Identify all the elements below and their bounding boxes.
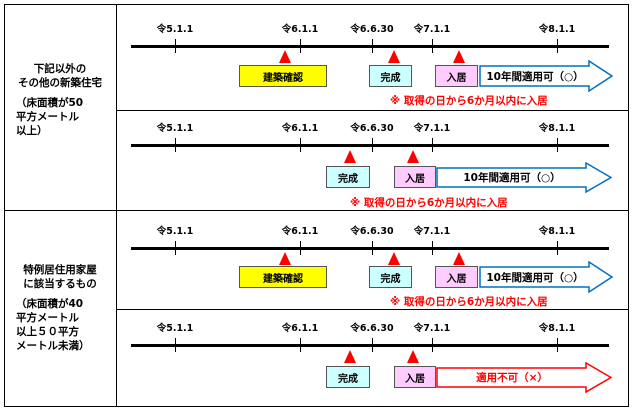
marker-triangle <box>407 150 419 163</box>
timeline-panel-2: 令5.1.1 令6.1.1 令6.6.30 令7.1.1 令8.1.1 完成 入… <box>117 111 629 210</box>
marker-triangle <box>279 252 291 265</box>
move-in-box: 入居 <box>394 366 436 388</box>
date-label: 令6.6.30 <box>350 226 394 237</box>
marker-triangle <box>344 350 356 363</box>
date-label: 令5.1.1 <box>156 24 194 35</box>
date-label: 令5.1.1 <box>156 123 194 134</box>
build-confirm-box: 建築確認 <box>239 65 327 87</box>
category-sub-line: 以上） <box>16 125 48 137</box>
date-label: 令6.6.30 <box>350 323 394 334</box>
date-label: 令6.6.30 <box>350 24 394 35</box>
complete-box: 完成 <box>369 266 412 288</box>
category-title-line: に該当するもの <box>23 278 97 290</box>
date-label: 令8.1.1 <box>538 24 576 35</box>
date-label: 令8.1.1 <box>538 226 576 237</box>
move-in-box: 入居 <box>394 166 436 188</box>
marker-triangle <box>279 50 291 63</box>
not-applicable-arrow: 適用不可（×） <box>436 362 612 393</box>
category-sub-line: 平方メートル <box>16 312 79 324</box>
date-label: 令6.1.1 <box>281 24 319 35</box>
date-label: 令8.1.1 <box>538 123 576 134</box>
category-title-line: 下記以外の <box>33 63 87 75</box>
marker-triangle <box>407 350 419 363</box>
applicable-arrow-label: 10年間適用可（○） <box>486 271 584 284</box>
date-label: 令5.1.1 <box>156 323 194 334</box>
timeline-line <box>131 144 609 147</box>
timeline-line <box>131 247 609 250</box>
complete-box: 完成 <box>369 65 412 87</box>
applicable-arrow-label: 10年間適用可（○） <box>463 172 561 184</box>
date-label: 令6.1.1 <box>281 123 319 134</box>
date-label: 令8.1.1 <box>538 323 576 334</box>
row-divider-1 <box>116 110 629 111</box>
timeline-panel-3: 令5.1.1 令6.1.1 令6.6.30 令7.1.1 令8.1.1 建築確認… <box>117 211 629 309</box>
within-6-months-note: ※ 取得の日から6か月以内に入居 <box>390 296 548 308</box>
date-label: 令7.1.1 <box>413 226 451 237</box>
build-confirm-box: 建築確認 <box>239 266 327 288</box>
complete-box: 完成 <box>326 166 370 188</box>
timeline-line <box>131 344 609 347</box>
marker-triangle <box>453 50 465 63</box>
applicable-arrow: 10年間適用可（○） <box>479 261 613 293</box>
category-divider <box>4 210 629 211</box>
category-sub-line: （床面積が40 <box>16 298 84 310</box>
date-label: 令7.1.1 <box>413 323 451 334</box>
timeline-panel-1: 令5.1.1 令6.1.1 令6.6.30 令7.1.1 令8.1.1 建築確認… <box>117 5 629 110</box>
category-sub-line: メートル未満） <box>16 340 90 352</box>
date-label: 令6.6.30 <box>350 123 394 134</box>
category-cell-general: 下記以外の その他の新築住宅 （床面積が50 平方メートル 以上） <box>6 62 114 138</box>
move-in-box: 入居 <box>435 65 478 87</box>
not-applicable-arrow-label: 適用不可（×） <box>476 372 548 384</box>
column-divider <box>116 4 117 407</box>
applicable-arrow: 10年間適用可（○） <box>436 162 612 193</box>
category-sub-line: 以上５０平方 <box>16 326 79 338</box>
date-label: 令7.1.1 <box>413 123 451 134</box>
marker-triangle <box>344 150 356 163</box>
category-cell-special: 特例居住用家屋 に該当するもの （床面積が40 平方メートル 以上５０平方 メー… <box>6 263 114 353</box>
timeline-panel-4: 令5.1.1 令6.1.1 令6.6.30 令7.1.1 令8.1.1 完成 入… <box>117 310 629 407</box>
category-title-line: その他の新築住宅 <box>18 77 102 89</box>
marker-triangle <box>453 252 465 265</box>
timeline-line <box>131 45 609 48</box>
applicable-arrow-label: 10年間適用可（○） <box>486 70 584 83</box>
date-label: 令6.1.1 <box>281 226 319 237</box>
within-6-months-note: ※ 取得の日から6か月以内に入居 <box>390 95 548 107</box>
complete-box: 完成 <box>326 366 370 388</box>
date-label: 令7.1.1 <box>413 24 451 35</box>
category-sub-line: （床面積が50 <box>16 97 84 109</box>
within-6-months-note: ※ 取得の日から6か月以内に入居 <box>350 197 508 209</box>
move-in-box: 入居 <box>435 266 478 288</box>
applicable-arrow: 10年間適用可（○） <box>479 60 613 92</box>
category-sub-line: 平方メートル <box>16 111 79 123</box>
date-label: 令6.1.1 <box>281 323 319 334</box>
marker-triangle <box>388 50 400 63</box>
marker-triangle <box>388 252 400 265</box>
row-divider-2 <box>116 309 629 310</box>
date-label: 令5.1.1 <box>156 226 194 237</box>
category-title-line: 特例居住用家屋 <box>23 264 97 276</box>
table-frame <box>4 4 629 407</box>
